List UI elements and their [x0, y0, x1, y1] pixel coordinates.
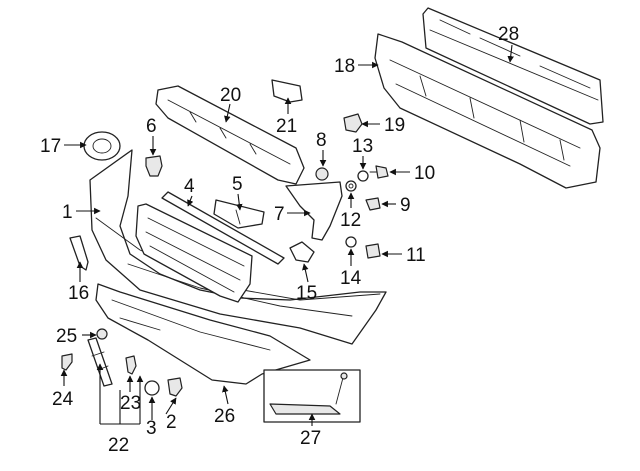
part-7-bracket — [285, 181, 343, 241]
part-27-inset — [263, 369, 361, 423]
part-26-spoiler — [95, 283, 311, 385]
callout-15: 15 — [296, 283, 317, 304]
callout-22: 22 — [108, 435, 129, 456]
callout-6: 6 — [146, 116, 157, 137]
part-19-clip — [343, 113, 363, 133]
callout-27: 27 — [300, 428, 321, 449]
leader-lines — [60, 44, 514, 426]
callout-23: 23 — [120, 393, 141, 414]
part-14-washer — [345, 236, 357, 248]
callout-25: 25 — [56, 326, 77, 347]
part-20-rail — [155, 85, 305, 185]
grille-opening — [135, 203, 253, 303]
callout-3: 3 — [146, 418, 157, 439]
callout-21: 21 — [276, 116, 297, 137]
callout-9: 9 — [400, 195, 411, 216]
callout-20: 20 — [220, 85, 241, 106]
part-8-nut — [315, 167, 329, 181]
part-23-clip — [125, 355, 137, 375]
callout-10: 10 — [414, 163, 435, 184]
callout-24: 24 — [52, 389, 74, 410]
callout-28: 28 — [498, 24, 519, 45]
part-25-screw — [96, 328, 108, 340]
callout-5: 5 — [232, 174, 243, 195]
callout-11: 11 — [406, 245, 426, 266]
part-15-clip — [289, 241, 315, 263]
part-10-bolt — [369, 165, 389, 179]
part-11-bolt — [365, 243, 381, 259]
callout-18: 18 — [334, 56, 355, 77]
part-12-washer — [345, 180, 357, 192]
callout-1: 1 — [62, 202, 73, 223]
part-9-bolt — [365, 197, 381, 211]
part-28-absorber — [422, 7, 604, 125]
callout-12: 12 — [340, 210, 361, 231]
callout-17: 17 — [40, 136, 61, 157]
part-22-bracket — [87, 337, 113, 387]
part-4-trim — [161, 191, 285, 265]
callout-19: 19 — [384, 115, 405, 136]
part-2-bolt — [167, 377, 183, 397]
part-17-sensor — [83, 131, 121, 161]
callout-7: 7 — [274, 204, 285, 225]
part-21-bracket — [271, 79, 303, 103]
callout-16: 16 — [68, 283, 89, 304]
callout-13: 13 — [352, 136, 373, 157]
part-5-plate — [213, 199, 265, 229]
part-18-reinforcement — [374, 33, 601, 189]
callout-2: 2 — [166, 412, 177, 433]
callout-26: 26 — [214, 406, 235, 427]
part-6-fastener — [145, 155, 163, 177]
callout-4: 4 — [184, 176, 195, 197]
part-3-cap — [144, 380, 160, 396]
callout-8: 8 — [316, 130, 327, 151]
callout-14: 14 — [340, 268, 362, 289]
callout-labels: 1 2 3 4 5 6 7 8 9 10 11 12 13 14 15 16 1… — [40, 24, 519, 456]
part-13-washer — [357, 170, 369, 182]
part-16-marker — [69, 235, 89, 271]
part-24-clip — [61, 353, 73, 371]
